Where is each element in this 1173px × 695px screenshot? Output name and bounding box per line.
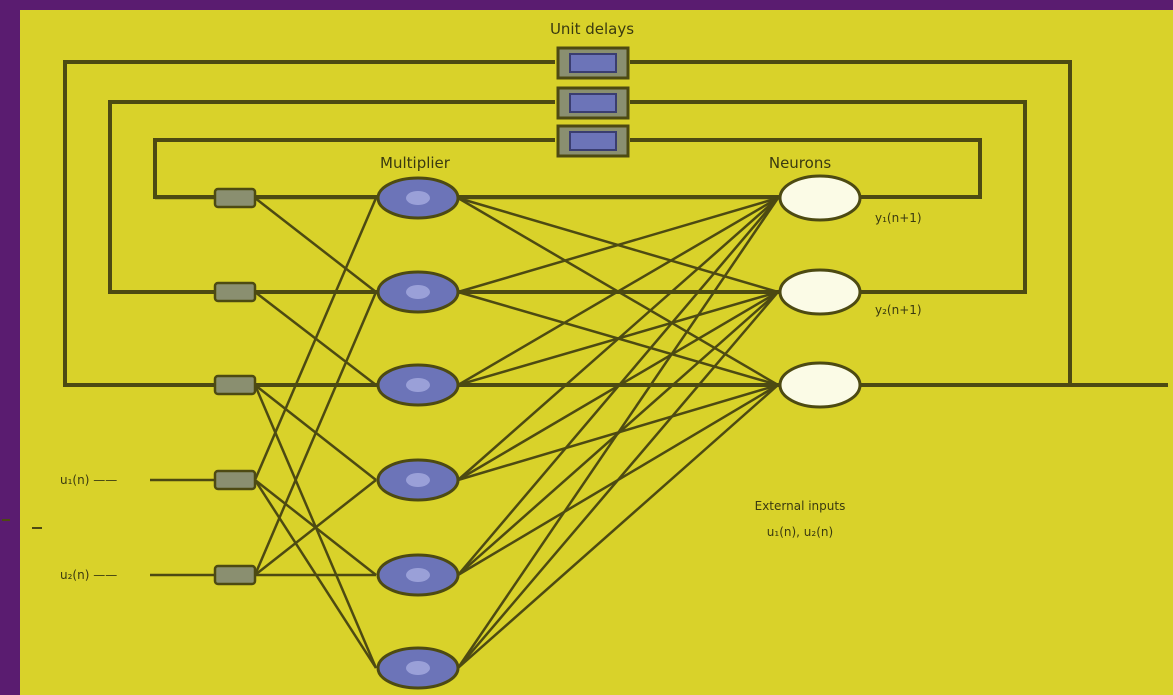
input-2-label: u₂(n) —— [60, 568, 117, 582]
unit-delay-boxes [556, 46, 630, 158]
multiplier-node-inner [406, 661, 430, 675]
input-to-multiplier-line [254, 197, 377, 293]
multiplier-node-inner [406, 191, 430, 205]
input-node [213, 564, 257, 586]
input-boxes [213, 187, 257, 586]
input-node [213, 187, 257, 209]
input-to-multiplier-line [253, 291, 378, 576]
multiplier-to-neuron-line [457, 196, 779, 294]
left-edge-marks [2, 519, 42, 529]
multiplier-to-neuron-line [457, 384, 779, 669]
input-node [213, 281, 257, 303]
multiplier-to-neuron-line [457, 291, 779, 669]
input-node [213, 374, 257, 396]
unit-delays-label: Unit delays [550, 20, 634, 38]
multiplier-nodes [376, 176, 460, 690]
output-1-label: y₁(n+1) [875, 211, 922, 225]
neurons-layer-label: Neurons [769, 154, 831, 172]
neuron-node [778, 361, 862, 409]
multiplier-to-neuron-line [457, 197, 779, 576]
multiplier-node-inner [406, 378, 430, 392]
input-to-multiplier-line [253, 197, 378, 481]
multiplier-to-neuron-line [456, 197, 780, 669]
diagram-background [20, 10, 1173, 695]
connections [65, 196, 780, 669]
multiplier-layer-label: Multiplier [380, 154, 451, 172]
multiplier-node-inner [406, 568, 430, 582]
input-1-label: u₁(n) —— [60, 473, 117, 487]
input-node [213, 469, 257, 491]
multiplier-node-inner [406, 473, 430, 487]
neuron-node [778, 174, 862, 222]
multiplier-to-neuron-line [457, 196, 779, 387]
neuron-node [778, 268, 862, 316]
input-to-multiplier-line [254, 479, 377, 576]
external-inputs-label-line2: u₁(n), u₂(n) [767, 525, 833, 539]
external-inputs-label-line1: External inputs [755, 499, 846, 513]
multiplier-to-neuron-line [457, 197, 779, 481]
output-2-label: y₂(n+1) [875, 303, 922, 317]
multiplier-node-inner [406, 285, 430, 299]
neuron-nodes [778, 174, 862, 409]
